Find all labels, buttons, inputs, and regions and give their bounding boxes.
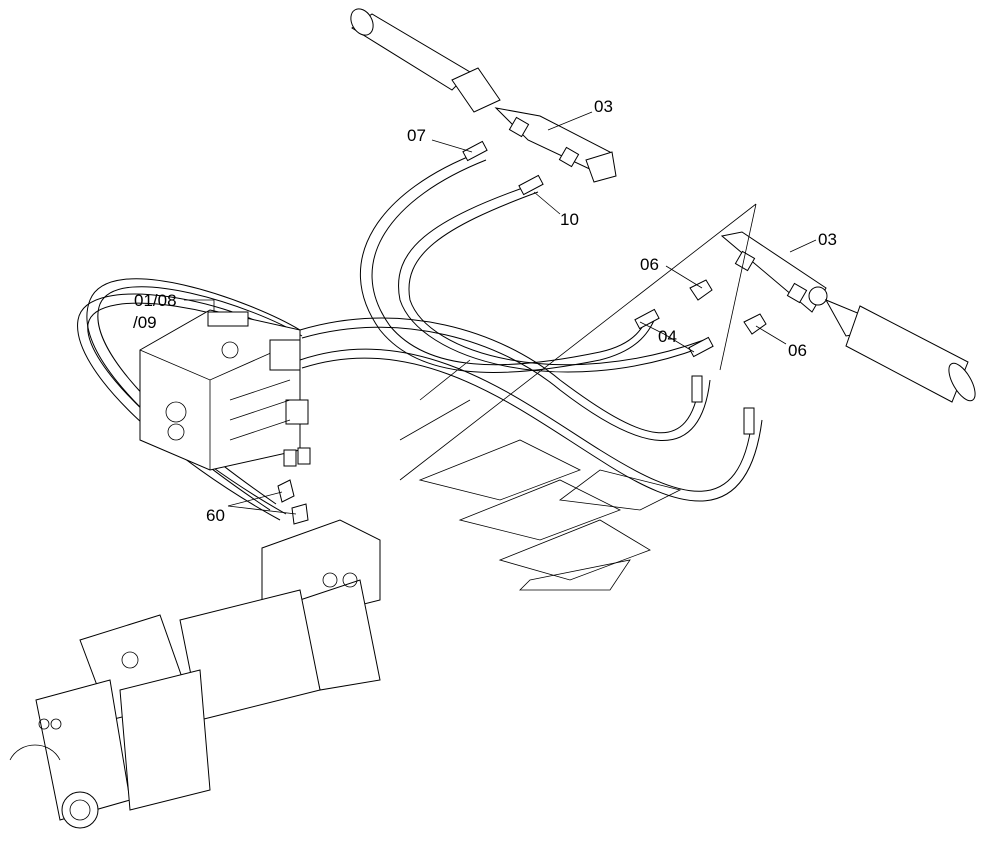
fittings-60 (277, 447, 311, 525)
callout-60: 60 (206, 506, 225, 525)
right-cylinder (720, 231, 976, 403)
callout-06-top: 06 (640, 255, 659, 274)
callout-10: 10 (560, 210, 579, 229)
callout-06-right: 06 (788, 341, 807, 360)
hose-fittings (462, 140, 767, 435)
leader-lines (184, 111, 817, 515)
callout-09: /09 (133, 313, 157, 332)
callout-07: 07 (407, 126, 426, 145)
callout-04: 04 (658, 327, 677, 346)
upper-cylinder (350, 8, 617, 183)
upper-valve-block (139, 309, 309, 471)
callout-labels: 03 07 10 03 06 04 06 01/08 /09 60 (133, 97, 837, 525)
callout-01-08: 01/08 (134, 291, 177, 310)
callout-03-right: 03 (818, 230, 837, 249)
section-plane-lines (399, 203, 757, 591)
lower-valve-assembly (9, 519, 381, 829)
callout-03-top: 03 (594, 97, 613, 116)
